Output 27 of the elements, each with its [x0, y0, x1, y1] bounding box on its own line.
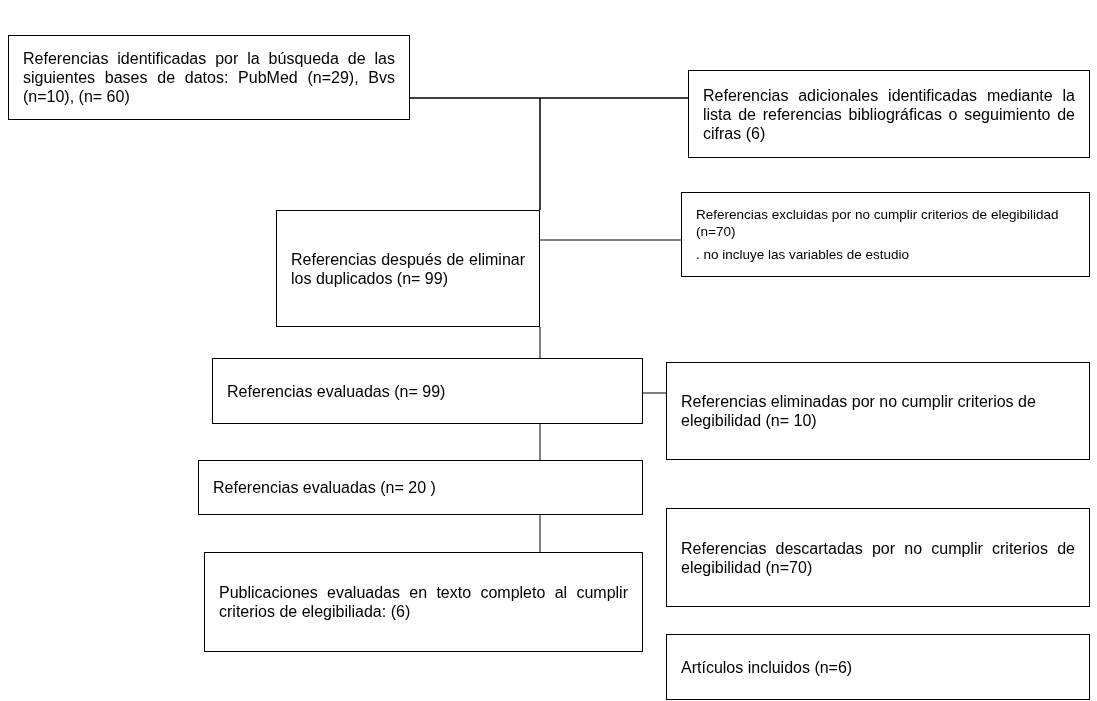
- process-box: [212, 358, 643, 424]
- connector-line: [539, 423, 541, 461]
- box-text: Referencias evaluadas (n= 20 ): [213, 478, 437, 497]
- box-text: Referencias evaluadas (n= 99): [227, 381, 447, 401]
- process-box: [681, 192, 1090, 277]
- box-text: . no incluye las variables de estudio: [696, 246, 911, 263]
- connector-line: [539, 514, 541, 553]
- box-text: Publicaciones evaluadas en texto completo al cumplir criterios de elegibiliada: (6): [219, 583, 628, 621]
- process-box: [198, 460, 643, 515]
- box-text: Referencias eliminadas por no cumplir criterios de elegibilidad (n= 10): [681, 392, 1037, 430]
- box-text: Artículos incluidos (n=6): [681, 657, 854, 677]
- process-box: [204, 552, 643, 652]
- box-text: Referencias identificadas por la búsqueda de las siguientes bases de datos: PubMed (n=29), Bvs (n=10), (n= 60): [23, 49, 395, 106]
- connector-line: [539, 239, 682, 241]
- process-box: [688, 70, 1090, 158]
- connector-line: [539, 97, 689, 211]
- connector-line: [539, 326, 541, 359]
- process-box: [276, 210, 540, 327]
- connector-line: [642, 392, 667, 394]
- box-text: Referencias después de eliminar los duplicados (n= 99): [291, 249, 525, 288]
- box-text: Referencias excluidas por no cumplir criterios de elegibilidad (n=70): [696, 206, 1060, 240]
- process-box: [666, 508, 1090, 607]
- process-box: [666, 362, 1090, 460]
- process-box: [8, 35, 410, 120]
- process-box: [666, 634, 1090, 700]
- box-text: Referencias adicionales identificadas mediante la lista de referencias bibliográficas o seguimiento de cifras (6): [703, 85, 1075, 143]
- box-text: Referencias descartadas por no cumplir criterios de elegibilidad (n=70): [681, 538, 1075, 577]
